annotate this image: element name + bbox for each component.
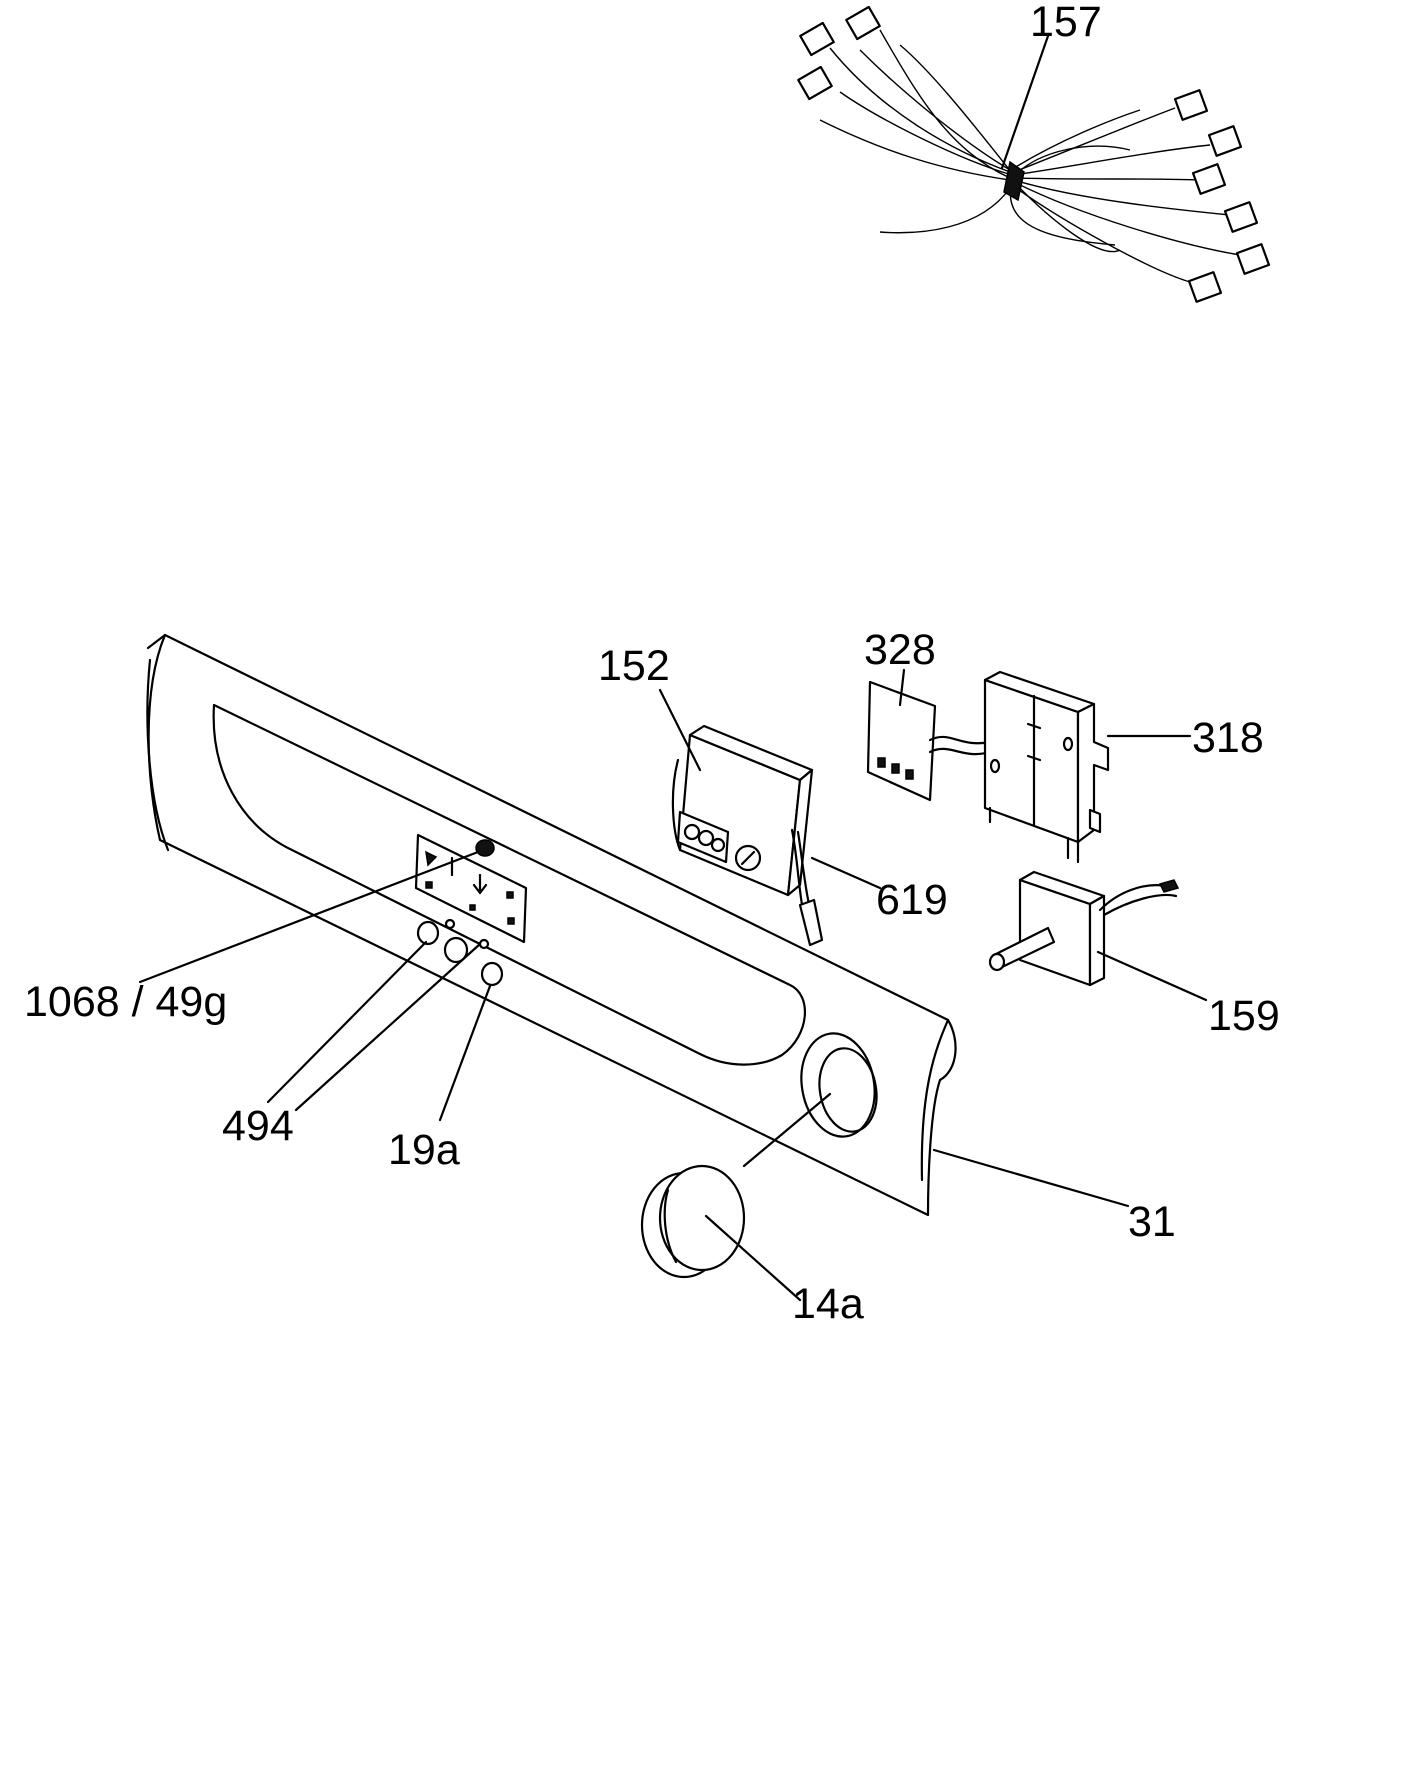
label-152: 152 bbox=[598, 642, 670, 690]
wiring-harness-157: 157 bbox=[797, 0, 1271, 303]
label-14a: 14a bbox=[792, 1280, 864, 1328]
label-494: 494 bbox=[222, 1102, 294, 1150]
label-328: 328 bbox=[864, 626, 936, 674]
control-panel-31 bbox=[146, 633, 957, 1217]
button-494-b bbox=[443, 936, 469, 964]
label-19a: 19a bbox=[388, 1126, 460, 1174]
label-318: 318 bbox=[1192, 714, 1264, 762]
selector-switch-159: 159 bbox=[988, 870, 1280, 1040]
display-module-152: 152 619 bbox=[598, 642, 948, 947]
knob-14a bbox=[640, 1164, 746, 1279]
label-619: 619 bbox=[876, 876, 948, 924]
indicator-lens-dot bbox=[475, 839, 495, 857]
pcb-board-328: 328 bbox=[864, 626, 992, 802]
control-board-318: 318 bbox=[983, 670, 1264, 864]
label-31: 31 bbox=[1128, 1198, 1176, 1246]
button-494-a bbox=[416, 920, 440, 946]
button-19a bbox=[480, 961, 504, 987]
label-157: 157 bbox=[1030, 0, 1102, 46]
label-1068-49g: 1068 / 49g bbox=[24, 978, 227, 1026]
label-159: 159 bbox=[1208, 992, 1280, 1040]
panel-callouts: 1068 / 49g 494 19a 31 14a bbox=[24, 850, 1176, 1328]
